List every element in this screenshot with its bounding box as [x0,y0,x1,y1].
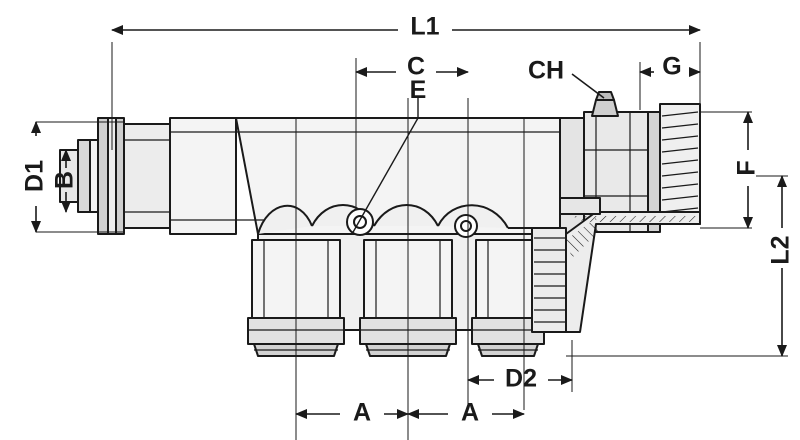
branch-block-right-detail [531,197,701,333]
dim-label-F: F [733,160,761,175]
dim-line-L2 [566,175,788,357]
dim-line-D1 [31,121,124,233]
dim-label-G: G [662,53,681,81]
dim-label-L1: L1 [410,13,439,41]
construction-lines [111,42,701,440]
dimension-lines [31,25,788,419]
left-barrel [123,117,237,235]
dim-line-D2 [467,340,573,392]
dim-label-A-right: A [461,399,479,427]
leader-line-CH [571,73,605,99]
dim-line-F [700,111,753,229]
dim-label-D1: D1 [21,160,49,192]
dim-label-CH: CH [528,57,564,85]
dim-label-A-left: A [353,399,371,427]
leader-line-E [351,96,419,235]
dim-label-D2: D2 [505,365,537,393]
dim-label-L2: L2 [767,235,795,264]
dim-label-E: E [410,76,427,104]
fitting-body-geometry [59,42,701,440]
dim-label-C: C [407,53,425,81]
dimension-labels: L1 C G CH E D1 B F L2 D2 A A [21,13,795,427]
left-push-in-collet [59,117,125,235]
dim-label-B: B [51,171,79,189]
